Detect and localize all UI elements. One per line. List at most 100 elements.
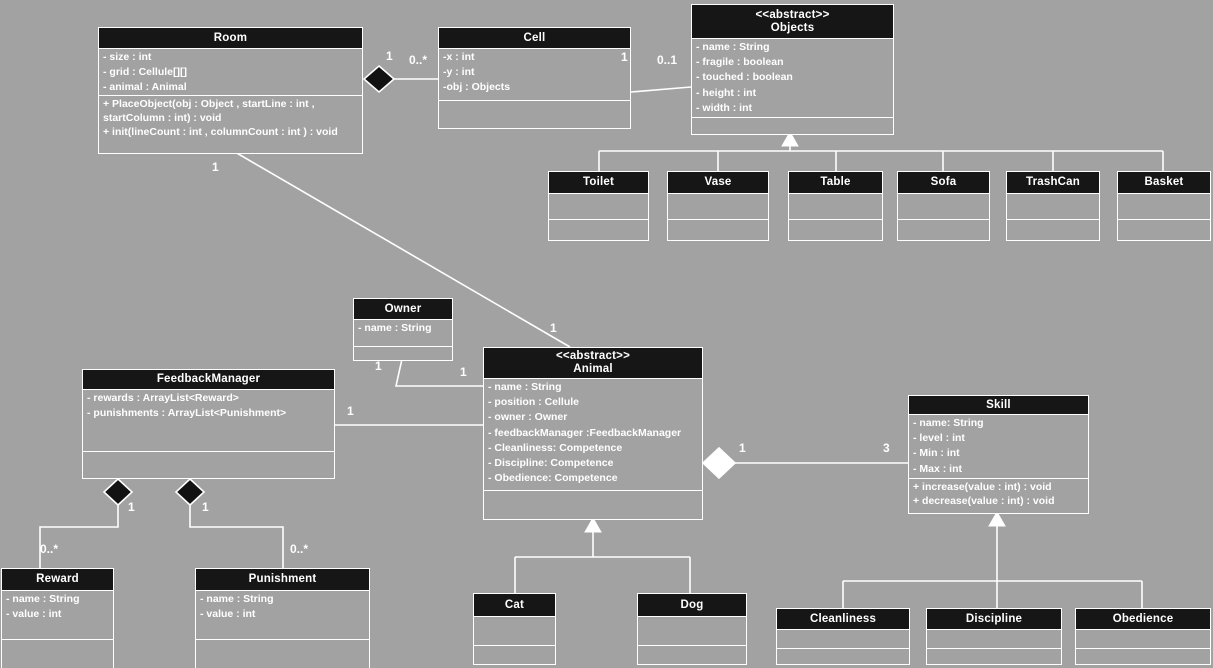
- methods-compartment-sofa: [898, 220, 989, 240]
- attributes-compartment-basket: [1118, 194, 1210, 220]
- class-name: Cat: [504, 598, 525, 611]
- attributes-compartment-trashcan: [1007, 194, 1099, 220]
- class-name: Owner: [384, 302, 422, 315]
- methods-compartment-feedbackmanager: [83, 452, 334, 478]
- attributes-compartment-table: [789, 194, 882, 220]
- methods-compartment-trashcan: [1007, 220, 1099, 240]
- methods-compartment-cell: [439, 101, 630, 128]
- methods-compartment-punishment: [196, 640, 369, 668]
- attribute: - Max : int: [913, 462, 962, 475]
- class-cell[interactable]: Cell-x : int-y : int-obj : Objects: [438, 27, 631, 129]
- class-title-room: Room: [99, 28, 362, 49]
- attributes-compartment-sofa: [898, 194, 989, 220]
- class-obedience[interactable]: Obedience: [1075, 608, 1211, 665]
- attribute: - rewards : ArrayList<Reward>: [87, 392, 239, 404]
- attributes-compartment-animal: - name : String- position : Cellule- own…: [484, 379, 702, 491]
- multiplicity-label: 0..*: [290, 542, 309, 556]
- class-title-cleanliness: Cleanliness: [777, 609, 909, 630]
- methods-compartment-animal: [484, 491, 702, 519]
- class-title-objects: <<abstract>>Objects: [692, 5, 893, 39]
- attributes-compartment-objects: - name : String- fragile : boolean- touc…: [692, 39, 893, 118]
- class-title-dog: Dog: [638, 594, 746, 617]
- methods-compartment-room: + PlaceObject(obj : Object , startLine :…: [99, 96, 362, 153]
- multiplicity-label: 1: [460, 365, 467, 379]
- methods-compartment-reward: [2, 640, 113, 668]
- class-owner[interactable]: Owner- name : String: [353, 298, 453, 361]
- class-reward[interactable]: Reward- name : String- value : int: [1, 568, 114, 668]
- class-title-trashcan: TrashCan: [1007, 172, 1099, 194]
- class-objects[interactable]: <<abstract>>Objects- name : String- frag…: [691, 4, 894, 135]
- class-dog[interactable]: Dog: [637, 593, 747, 665]
- attribute: - grid : Cellule[][]: [103, 66, 187, 79]
- multiplicity-label: 1: [739, 441, 746, 455]
- attribute: - value : int: [200, 608, 256, 621]
- method: + increase(value : int) : void: [913, 481, 1052, 493]
- multiplicity-label: 1: [212, 160, 219, 174]
- class-basket[interactable]: Basket: [1117, 171, 1211, 241]
- edge-owner-animal[interactable]: [395, 358, 483, 387]
- attribute: -y : int: [443, 66, 475, 79]
- class-title-discipline: Discipline: [927, 609, 1061, 630]
- class-discipline[interactable]: Discipline: [926, 608, 1062, 665]
- methods-compartment-owner: [354, 347, 452, 360]
- multiplicity-label: 1: [621, 50, 628, 64]
- edge-room-animal[interactable]: [234, 151, 571, 348]
- attribute: - Obedience: Competence: [488, 472, 618, 485]
- attribute: - feedbackManager :FeedbackManager: [488, 426, 682, 439]
- class-skill[interactable]: Skill- name: String- level : int- Min : …: [908, 395, 1089, 514]
- class-title-animal: <<abstract>>Animal: [484, 348, 702, 379]
- class-cleanliness[interactable]: Cleanliness: [776, 608, 910, 665]
- methods-compartment-basket: [1118, 220, 1210, 240]
- class-name: Vase: [704, 176, 732, 188]
- class-sofa[interactable]: Sofa: [897, 171, 990, 241]
- methods-compartment-cat: [474, 646, 555, 664]
- class-table[interactable]: Table: [788, 171, 883, 241]
- class-vase[interactable]: Vase: [667, 171, 769, 241]
- attribute: - Discipline: Competence: [488, 457, 614, 470]
- class-punishment[interactable]: Punishment- name : String- value : int: [195, 568, 370, 668]
- attribute: -x : int: [443, 51, 475, 63]
- edge-cell-objects[interactable]: [630, 86, 692, 93]
- class-title-cell: Cell: [439, 28, 630, 49]
- multiplicity-label: 1: [550, 321, 557, 335]
- methods-compartment-objects: [692, 118, 893, 134]
- attributes-compartment-cat: [474, 617, 555, 646]
- class-cat[interactable]: Cat: [473, 593, 556, 665]
- stereotype-label: <<abstract>>: [555, 350, 630, 362]
- attribute: - width : int: [696, 101, 752, 114]
- class-name: Basket: [1144, 176, 1184, 188]
- methods-compartment-skill: + increase(value : int) : void + decrease…: [909, 479, 1088, 513]
- edge-feedbackmanager-punishment[interactable]: [189, 504, 284, 568]
- class-name: Cell: [523, 31, 546, 44]
- class-name: Obedience: [1112, 612, 1174, 625]
- attributes-compartment-dog: [638, 617, 746, 646]
- multiplicity-label: 0..*: [409, 53, 428, 67]
- methods-compartment-obedience: [1076, 649, 1210, 664]
- class-trashcan[interactable]: TrashCan: [1006, 171, 1100, 241]
- attribute: - height : int: [696, 86, 757, 99]
- class-room[interactable]: Room- size : int- grid : Cellule[][]- an…: [98, 27, 363, 154]
- attribute: - fragile : boolean: [696, 56, 784, 69]
- class-toilet[interactable]: Toilet: [548, 171, 649, 241]
- class-title-skill: Skill: [909, 396, 1088, 415]
- attributes-compartment-vase: [668, 194, 768, 220]
- class-name: Objects: [770, 21, 815, 34]
- class-name: TrashCan: [1025, 176, 1080, 188]
- class-title-sofa: Sofa: [898, 172, 989, 194]
- attribute: - name : String: [488, 381, 562, 393]
- arrow-objects-generalization-arrow: [781, 130, 799, 147]
- class-title-obedience: Obedience: [1076, 609, 1210, 630]
- class-name: FeedbackManager: [156, 373, 261, 385]
- attribute: - size : int: [103, 51, 152, 63]
- class-title-reward: Reward: [2, 569, 113, 591]
- class-title-table: Table: [789, 172, 882, 194]
- multiplicity-label: 1: [128, 500, 135, 514]
- diamond-feedbackmanager-punishment-composition: [174, 477, 206, 507]
- edge-feedbackmanager-reward[interactable]: [39, 504, 119, 568]
- class-feedbackmanager[interactable]: FeedbackManager - rewards : ArrayList<Rew…: [82, 369, 335, 479]
- class-title-owner: Owner: [354, 299, 452, 320]
- methods-compartment-vase: [668, 220, 768, 240]
- class-animal[interactable]: <<abstract>>Animal- name : String- posit…: [483, 347, 703, 520]
- method: + decrease(value : int) : void: [913, 495, 1055, 507]
